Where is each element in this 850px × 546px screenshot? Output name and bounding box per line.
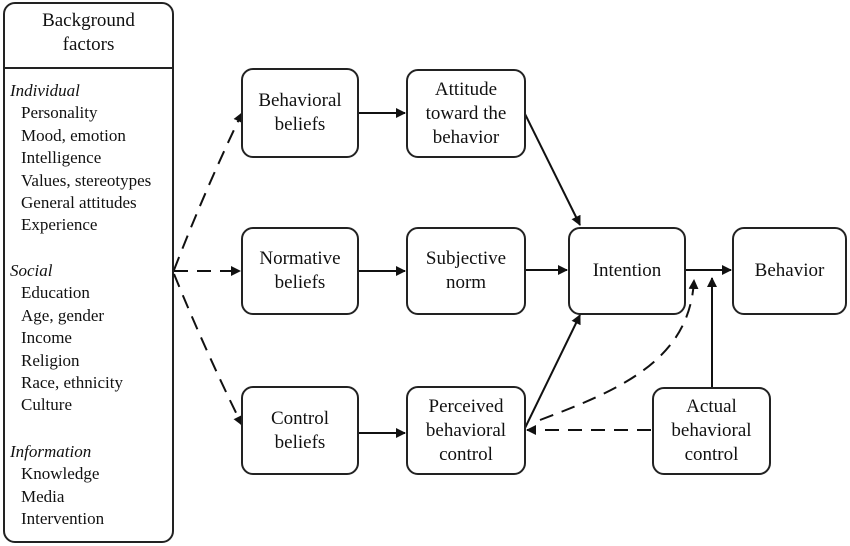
subjective-norm-box: Subjective norm	[406, 227, 526, 315]
behavior-box: Behavior	[732, 227, 847, 315]
node-text: toward the	[425, 102, 507, 124]
node-text: Behavioral	[258, 90, 342, 111]
factor-item: Knowledge	[21, 464, 100, 484]
control-beliefs-box: Control beliefs	[241, 386, 359, 475]
attitude-box: Attitude toward the behavior	[406, 69, 526, 158]
arrow-background-to-control-beliefs	[173, 273, 243, 426]
group-heading: Individual	[10, 81, 80, 100]
title-line: Background	[42, 10, 135, 31]
node-text: Behavior	[754, 260, 825, 281]
intention-box: Intention	[568, 227, 686, 315]
node-text: beliefs	[274, 114, 326, 135]
node-text: behavior	[432, 126, 500, 148]
arrow-perceived-control-to-behavior-link	[539, 279, 699, 421]
group-heading: Social	[10, 261, 53, 280]
factor-item: Experience	[21, 215, 98, 235]
normative-beliefs-box: Normative beliefs	[241, 227, 359, 315]
node-text: Intention	[592, 260, 662, 281]
factor-item: Values, stereotypes	[21, 170, 152, 190]
factor-item: Intelligence	[21, 148, 102, 168]
factor-item: Media	[21, 486, 65, 506]
group-individual: Individual Personality Mood, emotion Int…	[10, 80, 151, 237]
factor-item: Mood, emotion	[21, 125, 126, 145]
factor-item: Religion	[21, 350, 80, 370]
node-text: Actual	[686, 396, 737, 417]
behavioral-beliefs-box: Behavioral beliefs	[241, 68, 359, 158]
node-text: Perceived	[428, 395, 504, 417]
node-text: Control	[270, 407, 330, 429]
node-text: behavioral	[425, 419, 507, 441]
node-text: Attitude	[434, 78, 498, 100]
arrow-attitude-to-intention	[524, 113, 581, 226]
node-text: behavioral	[671, 420, 752, 441]
group-social: Social Education Age, gender Income Reli…	[10, 260, 123, 417]
factor-item: Education	[21, 283, 90, 303]
factor-item: Race, ethnicity	[21, 373, 123, 393]
factor-item: Culture	[21, 395, 72, 415]
factor-item: Intervention	[21, 509, 105, 529]
arrow-perceived-control-to-intention	[524, 314, 581, 429]
group-heading: Information	[10, 442, 92, 461]
node-text: control	[439, 443, 493, 465]
node-text: control	[684, 444, 739, 465]
background-factors-title: Background factors	[5, 9, 172, 57]
factor-item: Age, gender	[21, 305, 105, 325]
arrow-background-to-behavioral-beliefs	[173, 112, 243, 271]
node-text: Normative	[259, 248, 341, 269]
title-line: factors	[62, 34, 115, 55]
perceived-control-box: Perceived behavioral control	[406, 386, 526, 475]
factor-item: Income	[21, 328, 72, 348]
node-text: norm	[445, 272, 487, 293]
factor-item: General attitudes	[21, 193, 137, 213]
node-text: beliefs	[274, 272, 326, 293]
background-factors-panel: Background factors Individual Personalit…	[3, 2, 174, 543]
node-text: beliefs	[274, 431, 326, 453]
factor-item: Personality	[21, 103, 98, 123]
panel-divider	[5, 67, 172, 69]
group-information: Information Knowledge Media Intervention	[10, 441, 104, 531]
node-text: Subjective	[425, 248, 507, 269]
actual-control-box: Actual behavioral control	[652, 387, 771, 475]
